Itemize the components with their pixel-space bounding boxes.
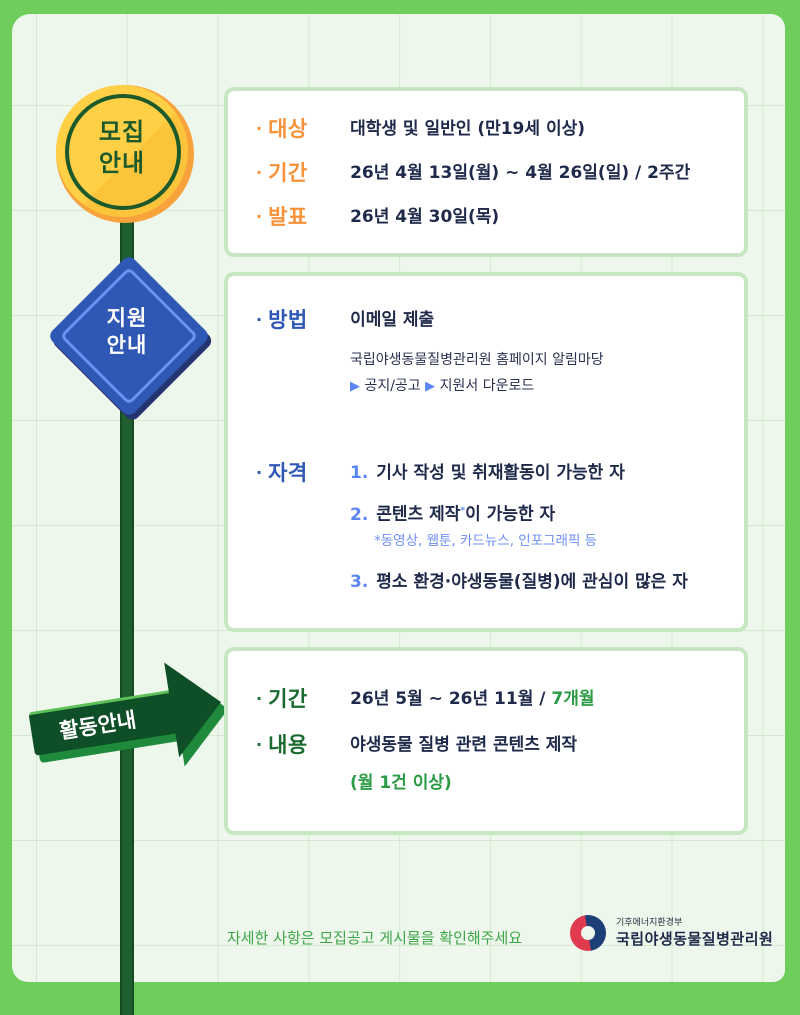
path-step-2: 지원서 다운로드 — [439, 378, 535, 394]
qualification-item-2: 2.콘텐츠 제작*이 가능한 자 — [350, 504, 556, 525]
row-label: 자격 — [268, 461, 308, 485]
ministry-name: 기후에너지환경부 — [616, 917, 683, 928]
duration-highlight: 7개월 — [551, 689, 595, 709]
method-path: ▶ 공지/공고 ▶ 지원서 다운로드 — [350, 374, 534, 399]
bullet-icon: · — [256, 207, 263, 226]
bullet-icon: · — [256, 163, 263, 182]
recruit-sign-line2: 안내 — [98, 149, 146, 178]
row-label: 기간 — [268, 687, 308, 711]
row-value: 26년 4월 30일(목) — [350, 207, 500, 227]
triangle-right-icon: ▶ — [425, 379, 436, 394]
recruit-row-target: · 대상 대학생 및 일반인 (만19세 이상) — [256, 115, 585, 143]
taegeuk-emblem-icon — [570, 915, 606, 951]
bullet-icon: · — [256, 735, 263, 754]
activity-info-card: · 기간 26년 5월 ~ 26년 11월 / 7개월 · 내용 야생동물 질병… — [224, 647, 748, 835]
row-label: 대상 — [268, 117, 308, 141]
organization-logo: 기후에너지환경부 국립야생동물질병관리원 — [570, 915, 773, 951]
row-value: 26년 5월 ~ 26년 11월 / — [350, 689, 552, 709]
bullet-icon: · — [256, 689, 263, 708]
activity-row-period: · 기간 26년 5월 ~ 26년 11월 / 7개월 — [256, 685, 595, 713]
row-label: 내용 — [268, 733, 308, 757]
row-value: 이메일 제출 — [350, 310, 435, 330]
activity-content-sub: (월 1건 이상) — [350, 773, 452, 793]
apply-row-method: · 방법 이메일 제출 — [256, 306, 434, 334]
bullet-icon: · — [256, 463, 263, 482]
qualification-item-1: 1.기사 작성 및 취재활동이 가능한 자 — [350, 463, 625, 483]
qualification-note: *동영상, 웹툰, 카드뉴스, 인포그래픽 등 — [374, 533, 598, 549]
recruit-info-card: · 대상 대학생 및 일반인 (만19세 이상) · 기간 26년 4월 13일… — [224, 87, 748, 257]
apply-info-card: · 방법 이메일 제출 국립야생동물질병관리원 홈페이지 알림마당 ▶ 공지/공… — [224, 272, 748, 632]
recruit-sign-line1: 모집 — [98, 118, 146, 146]
row-label: 발표 — [268, 205, 308, 229]
recruit-info-sign: 모집 안내 — [56, 85, 194, 223]
apply-sign-line1: 지원 — [106, 306, 148, 330]
bullet-icon: · — [256, 310, 263, 329]
apply-row-qualification: · 자격 — [256, 459, 350, 487]
row-value: 야생동물 질병 관련 콘텐츠 제작 — [350, 735, 578, 755]
activity-row-content: · 내용 야생동물 질병 관련 콘텐츠 제작 — [256, 731, 577, 759]
row-label: 방법 — [268, 308, 308, 332]
row-label: 기간 — [268, 161, 308, 185]
bullet-icon: · — [256, 119, 263, 138]
path-step-1: 공지/공고 — [364, 378, 421, 394]
footer-notice: 자세한 사항은 모집공고 게시물을 확인해주세요 — [227, 929, 523, 947]
row-value: 26년 4월 13일(월) ~ 4월 26일(일) / 2주간 — [350, 163, 691, 183]
qualification-item-3: 3.평소 환경·야생동물(질병)에 관심이 많은 자 — [350, 572, 688, 592]
apply-sign-line2: 안내 — [106, 333, 148, 358]
method-detail: 국립야생동물질병관리원 홈페이지 알림마당 — [350, 352, 604, 368]
organization-name: 국립야생동물질병관리원 — [616, 929, 774, 948]
apply-info-sign: 지원 안내 — [46, 253, 215, 423]
triangle-right-icon: ▶ — [350, 379, 360, 394]
row-value: 대학생 및 일반인 (만19세 이상) — [350, 119, 585, 139]
recruit-row-announcement: · 발표 26년 4월 30일(목) — [256, 203, 499, 231]
recruit-row-period: · 기간 26년 4월 13일(월) ~ 4월 26일(일) / 2주간 — [256, 159, 690, 187]
